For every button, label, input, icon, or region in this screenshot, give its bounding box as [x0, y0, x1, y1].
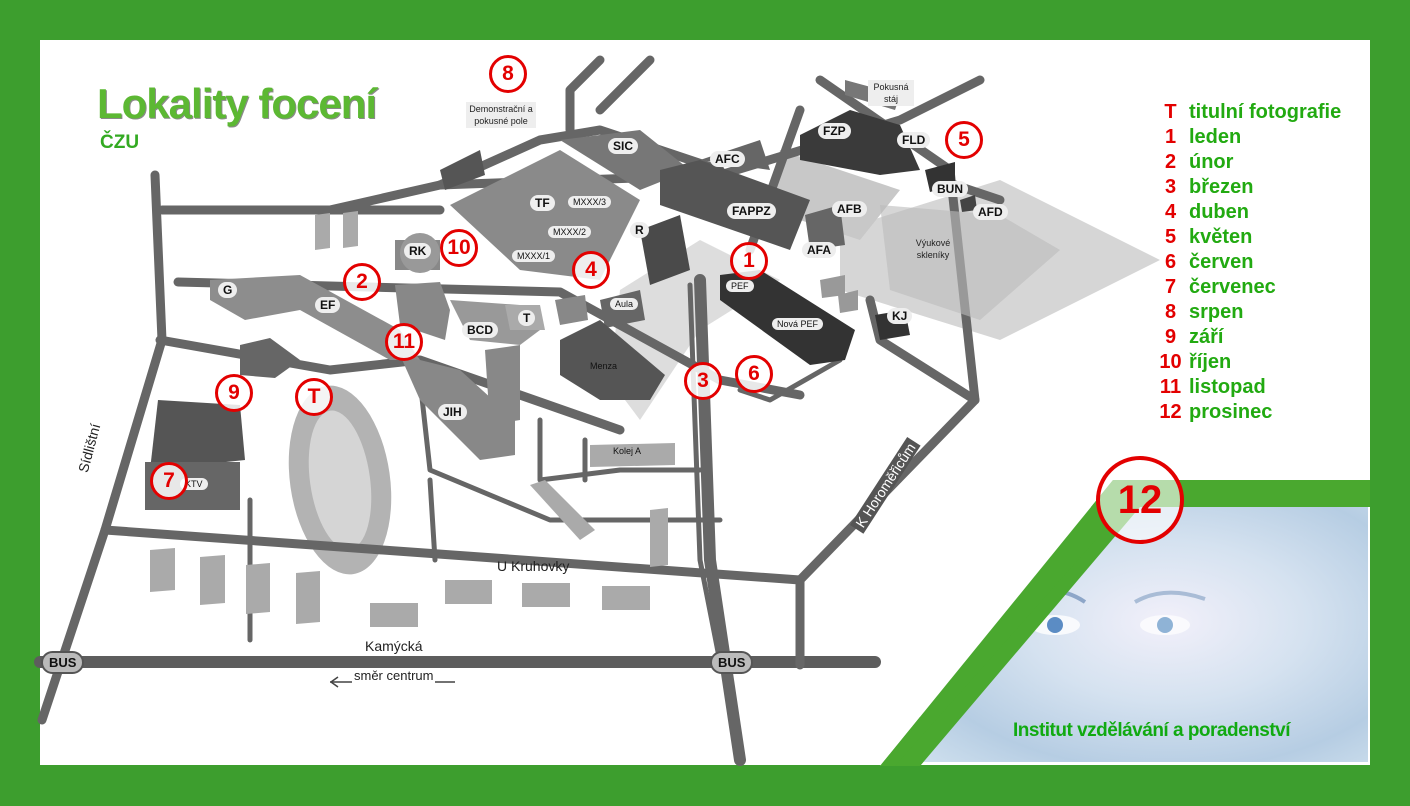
page-title: Lokality focení — [97, 80, 377, 127]
legend-label: únor — [1189, 151, 1234, 173]
building-fzp[interactable]: FZP — [818, 123, 851, 139]
legend-key: 2 — [1164, 151, 1177, 173]
legend-label: duben — [1189, 201, 1249, 223]
legend-label: září — [1189, 326, 1224, 348]
legend-key: 1 — [1164, 126, 1177, 148]
legend-item: 1 leden — [1152, 125, 1341, 150]
page-subtitle: ČZU — [100, 132, 140, 153]
label-vyukove-skleniky: Výukové skleníky — [915, 238, 951, 260]
building-ef[interactable]: EF — [315, 297, 341, 313]
legend-key: 12 — [1159, 401, 1182, 423]
legend-label: titulní fotografie — [1189, 101, 1342, 123]
legend-label: listopad — [1189, 376, 1266, 398]
legend-item: 7 červenec — [1152, 275, 1341, 300]
building-g[interactable]: G — [218, 282, 238, 298]
marker-1[interactable]: 1 — [730, 242, 768, 280]
legend-label: srpen — [1189, 301, 1244, 323]
legend-item: 4 duben — [1152, 200, 1341, 225]
marker-4[interactable]: 4 — [572, 251, 610, 289]
building-bcd[interactable]: BCD — [462, 322, 498, 338]
marker-T[interactable]: T — [295, 378, 333, 416]
direction-indicator: směr centrum — [330, 668, 455, 690]
legend-item: 9 září — [1152, 325, 1341, 350]
legend-key: 6 — [1164, 251, 1177, 273]
building-jih[interactable]: JIH — [438, 404, 467, 420]
legend-item: 11 listopad — [1152, 375, 1341, 400]
legend-item: 3 březen — [1152, 175, 1341, 200]
marker-6[interactable]: 6 — [735, 355, 773, 393]
marker-9[interactable]: 9 — [215, 374, 253, 412]
building-menza[interactable]: Menza — [590, 361, 618, 371]
marker-3[interactable]: 3 — [684, 362, 722, 400]
building-r[interactable]: R — [630, 222, 649, 238]
building-mxxx3[interactable]: MXXX/3 — [568, 196, 612, 208]
building-mxxx1[interactable]: MXXX/1 — [512, 250, 556, 262]
legend-key: 4 — [1164, 201, 1177, 223]
legend-item: 2 únor — [1152, 150, 1341, 175]
building-afb[interactable]: AFB — [832, 201, 867, 217]
legend-item: 12 prosinec — [1152, 400, 1341, 425]
stadium-field — [308, 410, 372, 550]
label-demonstracni-pole: Demonstrační a pokusné pole — [466, 102, 536, 128]
legend-item: 8 srpen — [1152, 300, 1341, 325]
building-mxxx2[interactable]: MXXX/2 — [548, 226, 592, 238]
marker-11[interactable]: 11 — [385, 323, 423, 361]
building-rk[interactable]: RK — [404, 243, 432, 259]
legend-item: 5 květen — [1152, 225, 1341, 250]
legend-key: 10 — [1159, 351, 1182, 373]
legend-key: 7 — [1164, 276, 1177, 298]
building-pef[interactable]: PEF — [726, 280, 754, 292]
legend-key: 3 — [1164, 176, 1177, 198]
building-sic[interactable]: SIC — [608, 138, 639, 154]
legend-label: červen — [1189, 251, 1254, 273]
building-kolej-a[interactable]: Kolej A — [613, 446, 642, 456]
legend-label: říjen — [1189, 351, 1232, 373]
road-kamycka: Kamýcká — [365, 638, 423, 654]
legend-item: 6 červen — [1152, 250, 1341, 275]
building-aula[interactable]: Aula — [610, 298, 639, 310]
building-bun[interactable]: BUN — [932, 181, 968, 197]
marker-12[interactable]: 12 — [1096, 456, 1184, 544]
bus-stop[interactable]: BUS — [41, 651, 85, 674]
marker-10[interactable]: 10 — [440, 229, 478, 267]
legend-label: březen — [1189, 176, 1254, 198]
bus-stop[interactable]: BUS — [710, 651, 754, 674]
legend-label: květen — [1189, 226, 1253, 248]
legend-key: T — [1164, 101, 1177, 123]
photo-caption: Institut vzdělávání a poradenství — [1013, 720, 1291, 741]
building-tf[interactable]: TF — [530, 195, 555, 211]
legend-key: 5 — [1164, 226, 1177, 248]
legend-key: 11 — [1159, 376, 1182, 398]
legend-label: leden — [1189, 126, 1242, 148]
building-kj[interactable]: KJ — [887, 308, 913, 324]
building-afc[interactable]: AFC — [710, 151, 745, 167]
marker-5[interactable]: 5 — [945, 121, 983, 159]
marker-2[interactable]: 2 — [343, 263, 381, 301]
direction-label: směr centrum — [352, 668, 436, 683]
marker-7[interactable]: 7 — [150, 462, 188, 500]
building-fappz[interactable]: FAPPZ — [727, 203, 776, 219]
building-nova-pef[interactable]: Nová PEF — [772, 318, 824, 330]
building-t[interactable]: T — [518, 310, 536, 326]
legend-label: prosinec — [1189, 401, 1273, 423]
legend-item: 10 říjen — [1152, 350, 1341, 375]
marker-8[interactable]: 8 — [489, 55, 527, 93]
building-afa[interactable]: AFA — [802, 242, 836, 258]
road-u-kruhovky: U Kruhovky — [497, 558, 570, 574]
legend-key: 8 — [1164, 301, 1177, 323]
legend-key: 9 — [1164, 326, 1177, 348]
building-fld[interactable]: FLD — [897, 132, 931, 148]
legend-label: červenec — [1189, 276, 1276, 298]
building-afd[interactable]: AFD — [973, 204, 1008, 220]
label-pokusna-staj: Pokusná stáj — [868, 80, 914, 106]
